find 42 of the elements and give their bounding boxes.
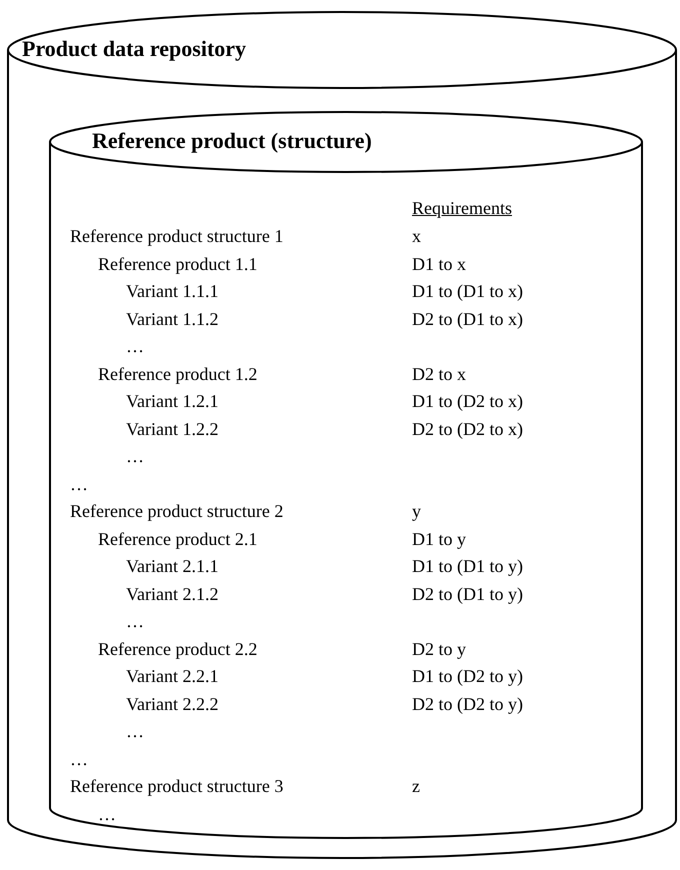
item-name: Reference product structure 1 <box>70 226 284 246</box>
requirement-text: D1 to (D1 to y) <box>412 556 523 576</box>
item-name: Reference product structure 2 <box>70 501 284 521</box>
requirement-text: D2 to y <box>412 638 466 658</box>
item-name: Reference product 1.2 <box>98 364 258 384</box>
requirement-text: D1 to (D2 to y) <box>412 666 523 686</box>
database-cylinder <box>8 12 676 858</box>
ellipsis: … <box>126 611 144 631</box>
item-name: Variant 1.2.2 <box>126 418 218 438</box>
ellipsis: … <box>126 336 144 356</box>
item-name: Variant 1.2.1 <box>126 391 218 411</box>
item-name: Variant 2.1.2 <box>126 584 218 604</box>
item-name: Variant 2.2.2 <box>126 694 218 714</box>
requirement-text: z <box>412 776 420 796</box>
requirement-text: y <box>412 501 421 521</box>
item-name: Reference product 2.1 <box>98 528 258 548</box>
requirement-text: D2 to (D1 to x) <box>412 308 523 328</box>
ellipsis: … <box>126 721 144 741</box>
requirement-text: D1 to y <box>412 528 466 548</box>
requirement-text: D2 to x <box>412 364 466 384</box>
ellipsis: … <box>70 474 88 494</box>
item-name: Variant 1.1.2 <box>126 308 218 328</box>
ellipsis: … <box>126 446 144 466</box>
item-name: Reference product 2.2 <box>98 638 258 658</box>
column-header: Requirements <box>412 198 512 218</box>
cylinder-title: Product data repository <box>22 36 246 62</box>
requirement-text: D1 to (D2 to x) <box>412 391 523 411</box>
ellipsis: … <box>70 748 88 768</box>
item-name: Variant 1.1.1 <box>126 281 218 301</box>
requirement-text: D1 to (D1 to x) <box>412 281 523 301</box>
requirement-text: D2 to (D2 to x) <box>412 418 523 438</box>
item-name: Variant 2.2.1 <box>126 666 218 686</box>
requirement-text: D1 to x <box>412 254 466 274</box>
database-cylinder <box>50 112 642 838</box>
requirement-text: x <box>412 226 421 246</box>
item-name: Reference product structure 3 <box>70 776 284 796</box>
item-name: Reference product 1.1 <box>98 254 258 274</box>
ellipsis: … <box>98 804 116 824</box>
requirement-text: D2 to (D1 to y) <box>412 584 523 604</box>
requirement-text: D2 to (D2 to y) <box>412 694 523 714</box>
item-name: Variant 2.1.1 <box>126 556 218 576</box>
cylinder-title: Reference product (structure) <box>92 128 372 154</box>
